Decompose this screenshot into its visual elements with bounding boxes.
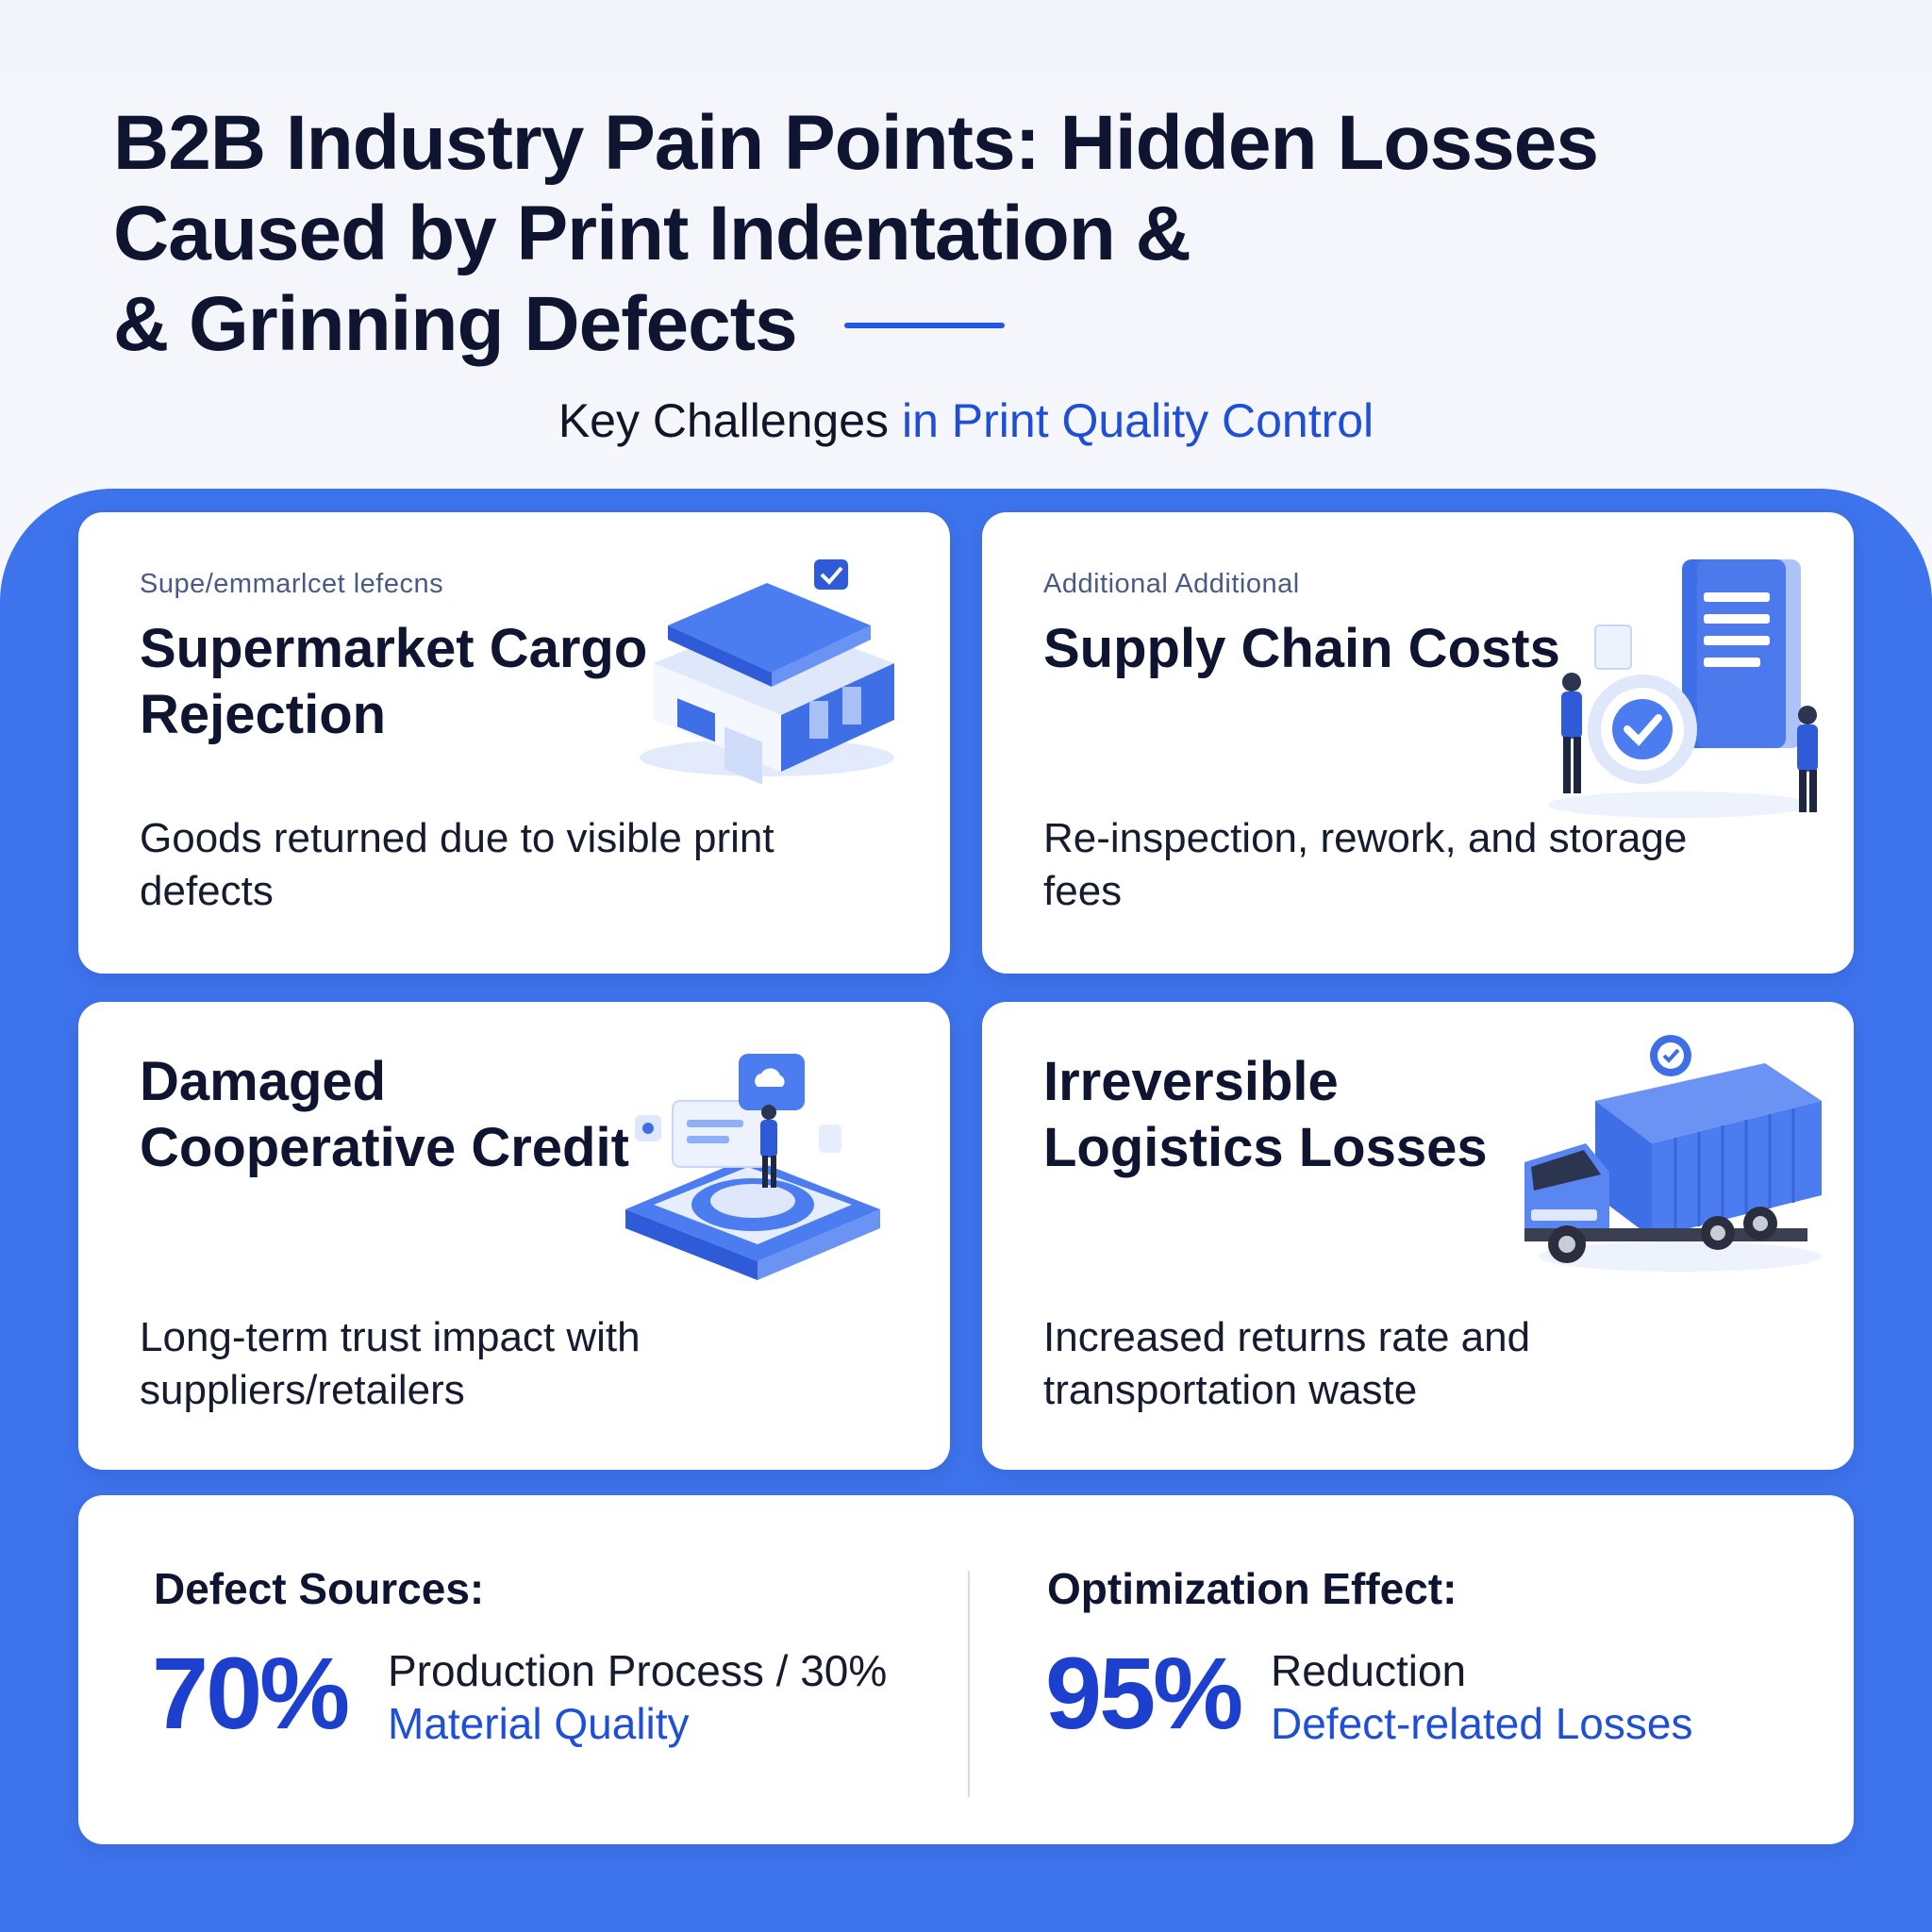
supermarket-store-icon [640,559,894,785]
card-description: Long-term trust impact with suppliers/re… [140,1314,641,1413]
card-title: Irreversible Logistics Losses [1043,1051,1488,1178]
delivery-truck-icon [1524,1035,1822,1272]
optimization-effect-value: 95% [1045,1636,1243,1750]
stats-divider [968,1571,970,1797]
stats-panel: Defect Sources: 70% Production Process /… [78,1495,1854,1844]
defect-sources-breakdown: Production Process / 30% Material Qualit… [388,1644,887,1750]
title-line-2: Caused by Print Indentation & [113,191,1191,276]
title-underline-rule [843,323,1005,329]
title-line-3-text: & Grinning Defects [113,281,798,367]
optimization-effect-breakdown: Reduction Defect-related Losses [1271,1644,1692,1750]
card-irreversible-logistics-losses: Irreversible Logistics Losses Increased … [982,1002,1854,1470]
defect-sources-line-1: Production Process / 30% [388,1646,888,1695]
card-title: Supermarket Cargo Rejection [140,618,648,745]
subtitle-accent: in Print Quality Control [901,394,1374,447]
page-title: B2B Industry Pain Points: Hidden Losses … [113,98,1717,370]
card-title: Supply Chain Costs [1043,618,1560,679]
card-description: Goods returned due to visible print defe… [140,815,774,914]
card-damaged-cooperative-credit: Damaged Cooperative Credit Long-term tru… [78,1002,950,1470]
optimization-effect-line-1: Reduction [1271,1646,1467,1695]
page-subtitle: Key Challenges in Print Quality Control [0,391,1932,451]
trust-platform-icon [625,1054,880,1280]
title-line-3: & Grinning Defects [113,279,1717,370]
optimization-effect-line-2: Defect-related Losses [1271,1699,1693,1748]
card-description: Increased returns rate and transportatio… [1043,1314,1531,1413]
card-description: Re-inspection, rework, and storage fees [1043,815,1688,914]
optimization-effect-heading: Optimization Effect: [1047,1564,1457,1613]
subtitle-prefix: Key Challenges [558,394,890,447]
document-check-icon [1548,559,1818,818]
card-title: Damaged Cooperative Credit [140,1051,629,1178]
defect-sources-value: 70% [152,1636,350,1750]
card-supply-chain-costs: Additional Additional Supply Chain Costs… [982,512,1854,974]
card-eyebrow: Supe/emmarlcet lefecns [140,569,444,599]
card-eyebrow: Additional Additional [1043,569,1300,599]
title-line-1: B2B Industry Pain Points: Hidden Losses [113,100,1599,186]
card-supermarket-cargo-rejection: Supe/emmarlcet lefecns Supermarket Cargo… [78,512,950,974]
defect-sources-heading: Defect Sources: [154,1564,485,1613]
defect-sources-line-2: Material Quality [388,1699,690,1748]
